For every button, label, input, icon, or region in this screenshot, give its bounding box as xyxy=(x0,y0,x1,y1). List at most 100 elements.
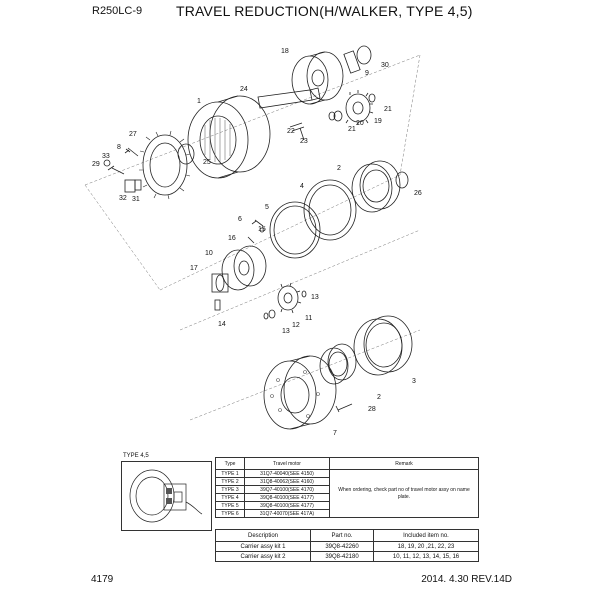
washer-21b xyxy=(368,93,376,103)
table-row: Carrier assy kit 2 39Q8-42180 10, 11, 12… xyxy=(215,551,479,562)
callout-29: 29 xyxy=(92,161,100,168)
washer-21 xyxy=(328,111,336,121)
included-items-cell: 10, 11, 12, 13, 14, 15, 16 xyxy=(373,551,479,562)
callout-1: 1 xyxy=(197,98,201,105)
callout-7: 7 xyxy=(333,430,337,437)
callout-20: 20 xyxy=(356,120,364,127)
callout-16: 16 xyxy=(228,235,236,242)
callout-2-upper: 2 xyxy=(337,165,341,172)
assembly-axis-lines xyxy=(84,54,421,421)
motor-cell: 31Q7-40070(SEE 417A) xyxy=(244,509,330,518)
callout-12: 12 xyxy=(292,322,300,329)
description-cell: Carrier assy kit 1 xyxy=(215,541,311,552)
needle-bearing-20 xyxy=(333,110,343,122)
callout-13-lower: 13 xyxy=(282,328,290,335)
included-items-cell: 18, 19, 20 ,21, 22, 23 xyxy=(373,541,479,552)
hub-7 xyxy=(263,355,337,430)
pins-22-23 xyxy=(289,122,305,141)
type-cell: TYPE 2 xyxy=(215,477,245,486)
callout-26: 26 xyxy=(414,190,422,197)
callout-2-lower: 2 xyxy=(377,394,381,401)
bolt-28 xyxy=(335,403,353,413)
carrier-kit-table: Description Part no. Included item no. C… xyxy=(215,529,479,562)
description-cell: Carrier assy kit 2 xyxy=(215,551,311,562)
revision-date: 2014. 4.30 REV.14D xyxy=(421,574,512,585)
callout-30: 30 xyxy=(381,62,389,69)
callout-8: 8 xyxy=(117,144,121,151)
callout-15: 15 xyxy=(258,226,266,233)
motor-cell: 39Q8-40100(SEE 4177) xyxy=(244,501,330,510)
gasket-5 xyxy=(269,201,321,259)
col-header-type: Type xyxy=(215,457,245,470)
o-ring-25 xyxy=(177,143,195,165)
sprocket-ring xyxy=(139,130,191,200)
floating-seal-3 xyxy=(353,315,413,376)
callout-25: 25 xyxy=(203,159,211,166)
callout-3: 3 xyxy=(412,378,416,385)
motor-cell: 31Q7-40040(SEE 4150) xyxy=(244,469,330,478)
washer-13 xyxy=(263,312,269,320)
washer-12 xyxy=(268,309,276,319)
page-title: TRAVEL REDUCTION(H/WALKER, TYPE 4,5) xyxy=(176,3,473,19)
col-header-remark: Remark xyxy=(329,457,479,470)
callout-27: 27 xyxy=(129,131,137,138)
carrier-18 xyxy=(291,51,344,105)
callout-11: 11 xyxy=(305,315,312,322)
housing-part xyxy=(187,95,271,179)
callout-13-upper: 13 xyxy=(311,294,319,301)
callout-22: 22 xyxy=(287,128,295,135)
type-cell: TYPE 4 xyxy=(215,493,245,502)
snap-ring-30 xyxy=(356,45,372,65)
table-row: TYPE 1 31Q7-40040(SEE 4150) When orderin… xyxy=(215,469,479,518)
col-header-part-no: Part no. xyxy=(310,529,374,542)
travel-motor-table: Type Travel motor Remark TYPE 1 31Q7-400… xyxy=(215,457,479,518)
sun-gear-17 xyxy=(211,273,229,293)
bolts-6-15-16 xyxy=(247,219,265,244)
planet-gear-19 xyxy=(345,90,374,125)
motor-cell: 31Q8-40062(SEE 4160) xyxy=(244,477,330,486)
callout-28: 28 xyxy=(368,406,376,413)
callout-14: 14 xyxy=(218,321,226,328)
callout-17: 17 xyxy=(190,265,198,272)
bolts-left xyxy=(103,147,139,175)
type-cell: TYPE 6 xyxy=(215,509,245,518)
callout-19: 19 xyxy=(374,118,382,125)
washer-13b xyxy=(301,290,307,298)
type-cell: TYPE 5 xyxy=(215,501,245,510)
ring-gear-4 xyxy=(303,179,357,241)
callout-4: 4 xyxy=(300,183,304,190)
type-cell: TYPE 3 xyxy=(215,485,245,494)
callout-21-right: 21 xyxy=(384,106,392,113)
remark-cell: When ordering, check part no of travel m… xyxy=(329,469,479,518)
page-number: 4179 xyxy=(91,574,114,585)
callout-numbers: 1 2 2 3 4 5 6 7 8 9 10 11 12 13 13 14 15… xyxy=(92,48,422,437)
carrier-10 xyxy=(221,245,267,291)
bearing-2-upper xyxy=(351,160,401,213)
callout-23: 23 xyxy=(300,138,308,145)
callout-5: 5 xyxy=(265,204,269,211)
shaft-24 xyxy=(257,87,321,109)
callout-18: 18 xyxy=(281,48,289,55)
type-cell: TYPE 1 xyxy=(215,469,245,478)
travel-motor-icon xyxy=(129,469,203,523)
callout-21-left: 21 xyxy=(348,126,356,133)
part-no-cell: 39Q8-42260 xyxy=(310,541,374,552)
table-row: TYPE 6 31Q7-40070(SEE 417A) xyxy=(215,509,479,518)
col-header-description: Description xyxy=(215,529,311,542)
part-no-cell: 39Q8-42180 xyxy=(310,551,374,562)
planet-gear-11 xyxy=(277,282,302,314)
motor-cell: 39Q7-40100(SEE 4170) xyxy=(244,485,330,494)
travel-motor-thumbnail xyxy=(121,461,212,531)
callout-32: 32 xyxy=(119,195,127,202)
plates-31-32 xyxy=(124,179,142,193)
pin-9 xyxy=(343,50,361,74)
type-caption: TYPE 4,5 xyxy=(123,453,149,459)
model-code: R250LC-9 xyxy=(92,5,143,17)
o-ring-26 xyxy=(395,171,409,189)
callout-31: 31 xyxy=(132,196,140,203)
callout-10: 10 xyxy=(205,250,213,257)
col-header-travel-motor: Travel motor xyxy=(244,457,330,470)
motor-cell: 39Q8-40100(SEE 4177) xyxy=(244,493,330,502)
callout-33: 33 xyxy=(102,153,110,160)
